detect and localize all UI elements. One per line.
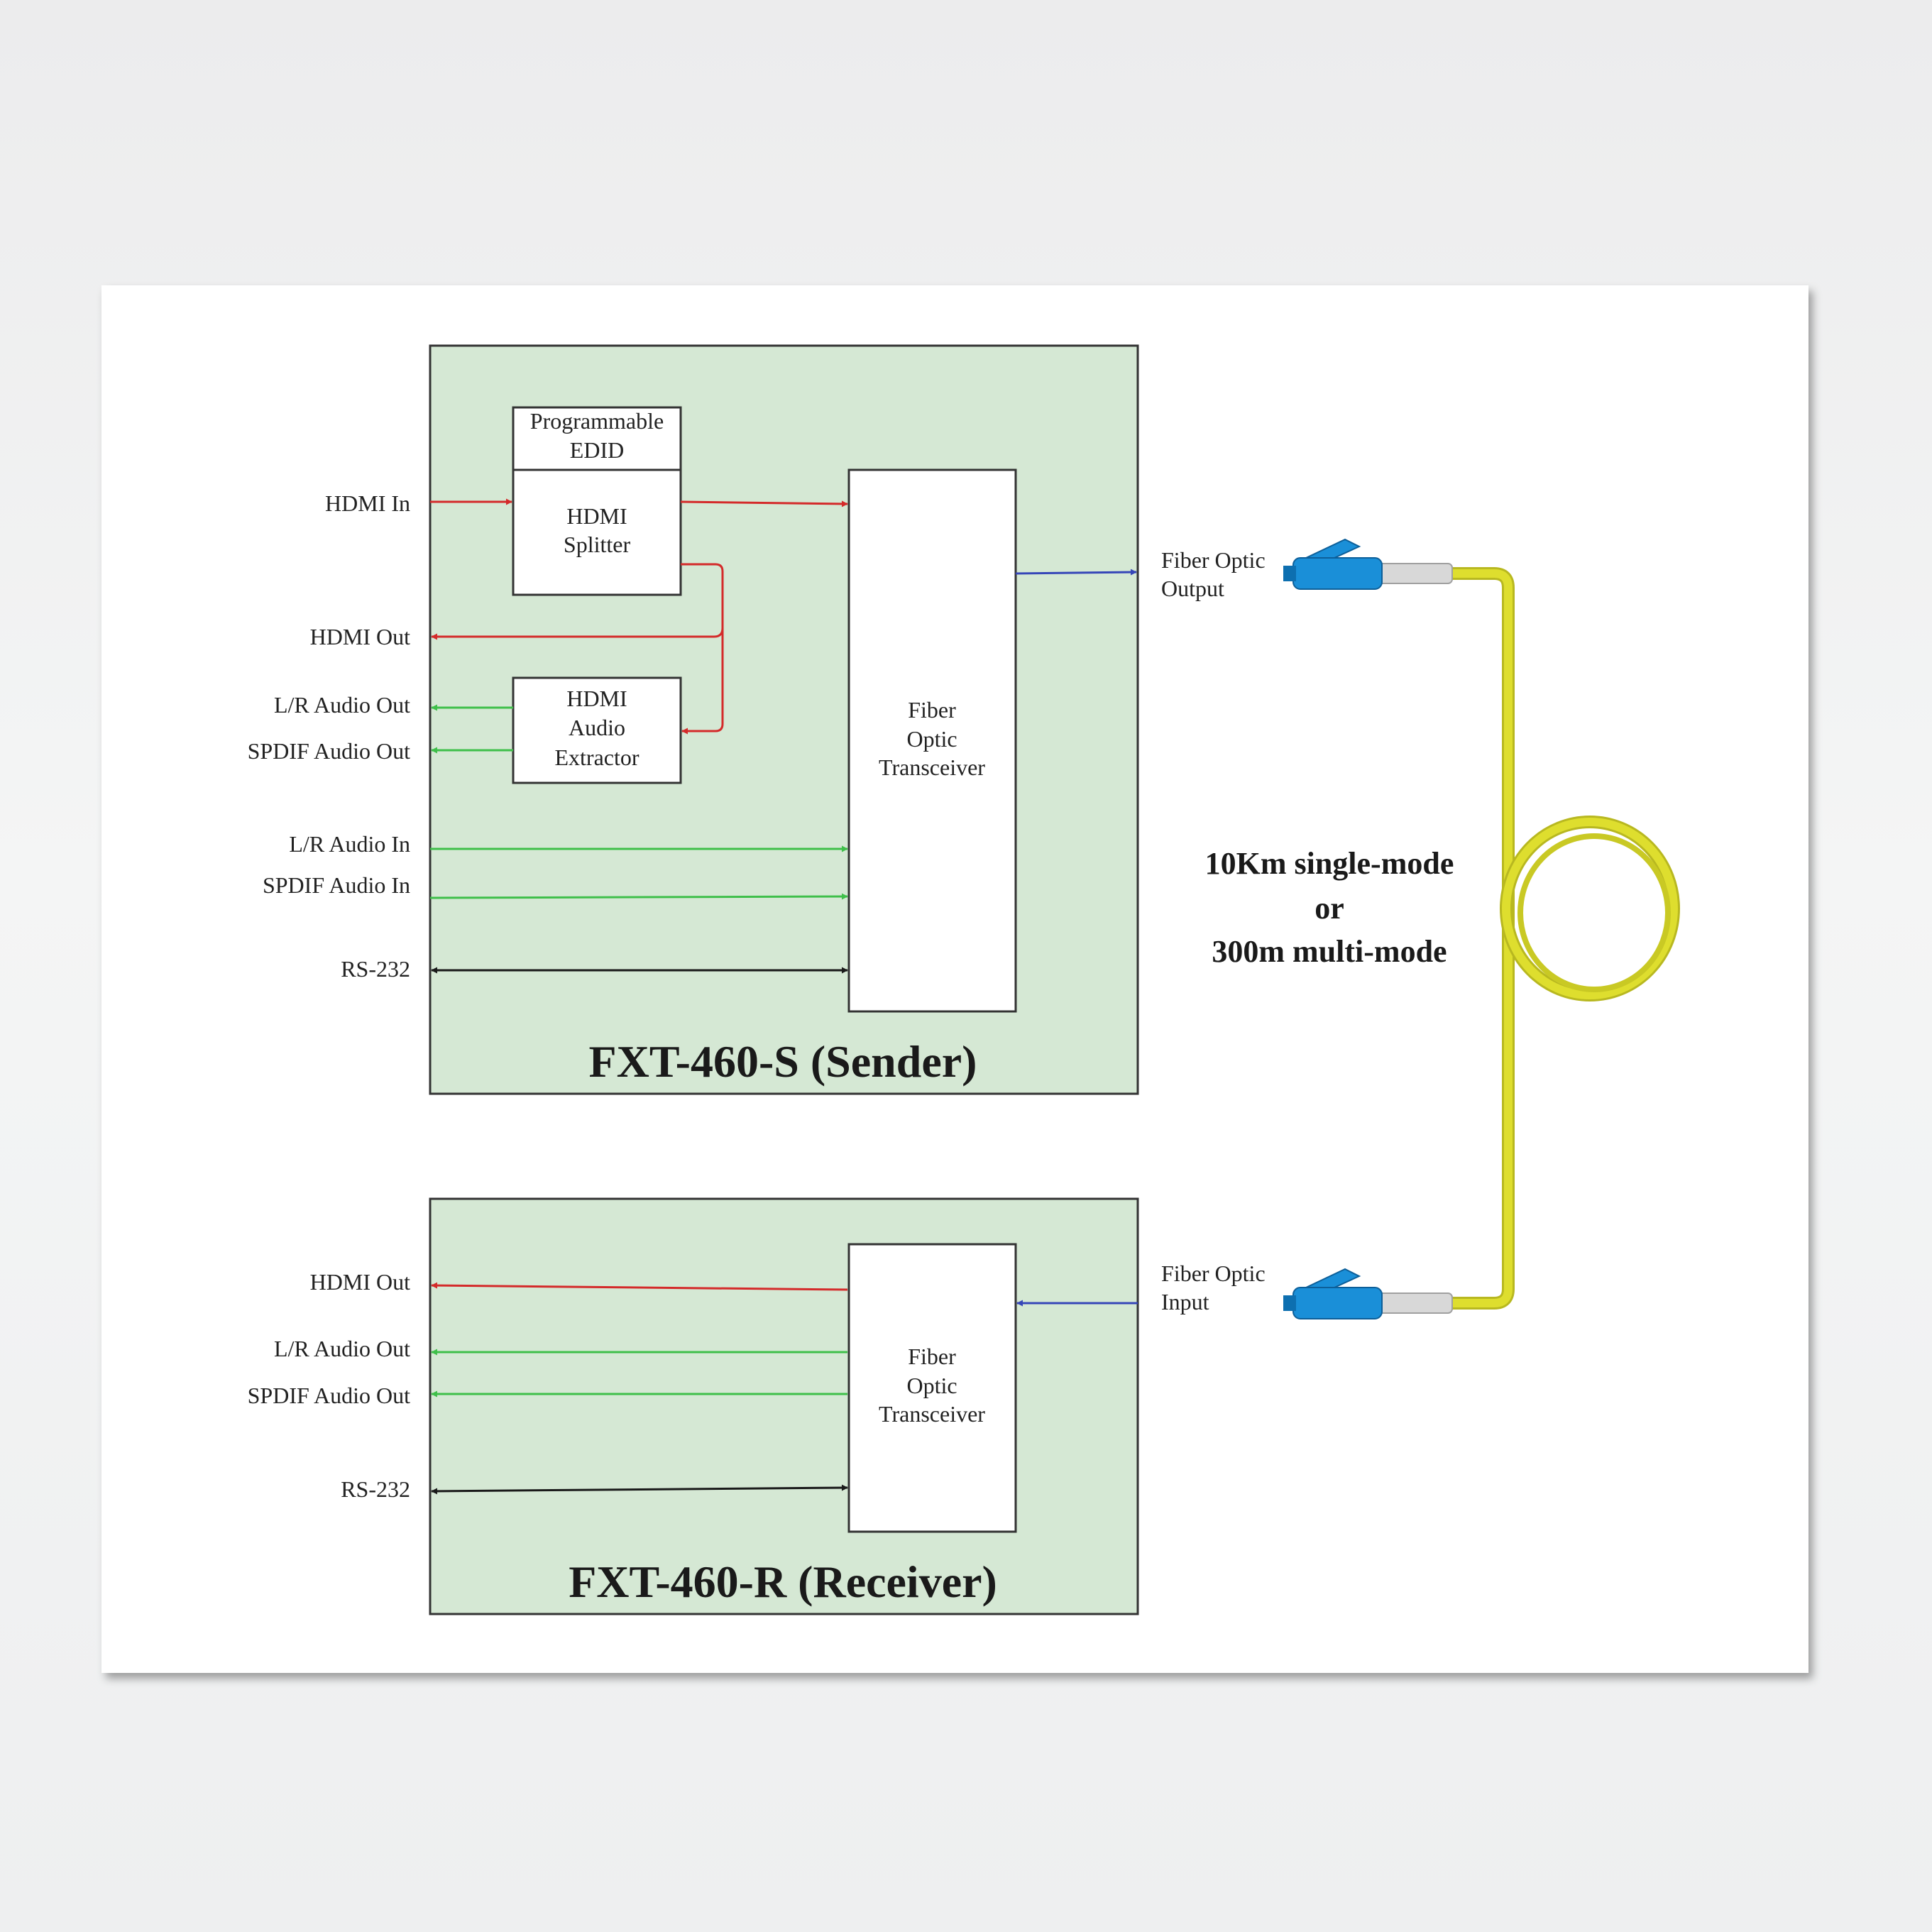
port-hdmi-out-sender: HDMI Out bbox=[310, 624, 410, 649]
edid-label-1: Programmable bbox=[530, 408, 664, 434]
port-hdmi-in: HDMI In bbox=[325, 490, 410, 516]
splitter-label-2: Splitter bbox=[564, 532, 631, 557]
port-spdif-audio-in: SPDIF Audio In bbox=[263, 872, 410, 898]
port-hdmi-out-receiver: HDMI Out bbox=[310, 1269, 410, 1295]
audio-extractor-box bbox=[512, 676, 682, 784]
fiber-output-connector-icon bbox=[1283, 538, 1453, 590]
distance-label-2: or bbox=[1314, 891, 1344, 926]
port-rs232-sender: RS-232 bbox=[341, 956, 410, 982]
edid-label-2: EDID bbox=[570, 437, 624, 463]
fiber-output-label-1: Fiber Optic bbox=[1161, 547, 1266, 573]
port-lr-audio-in: L/R Audio In bbox=[289, 831, 410, 857]
hdmi-splitter-box bbox=[512, 468, 682, 596]
sender-transceiver-label-2: Optic bbox=[906, 726, 957, 752]
sender-title: FXT-460-S (Sender) bbox=[589, 1036, 977, 1087]
receiver-transceiver-label-3: Transceiver bbox=[879, 1401, 985, 1427]
receiver-module bbox=[429, 1197, 1139, 1615]
receiver-transceiver-label-1: Fiber bbox=[908, 1344, 956, 1369]
port-lr-audio-out-sender: L/R Audio Out bbox=[274, 692, 410, 718]
edid-box bbox=[512, 406, 682, 471]
distance-label-3: 300m multi-mode bbox=[1212, 934, 1447, 969]
hdmi-out-arrow bbox=[431, 627, 724, 640]
fiber-input-connector-icon bbox=[1283, 1268, 1453, 1319]
splitter-to-transceiver-arrow bbox=[680, 500, 848, 507]
extractor-label-1: HDMI bbox=[566, 686, 627, 711]
receiver-transceiver-box bbox=[847, 1243, 1017, 1533]
fiber-cable bbox=[1442, 567, 1680, 1310]
receiver-rs232-arrow bbox=[431, 1484, 848, 1495]
receiver-hdmi-out-arrow bbox=[431, 1282, 848, 1291]
port-spdif-audio-out-sender: SPDIF Audio Out bbox=[248, 738, 411, 764]
fiber-output-label-2: Output bbox=[1161, 576, 1224, 601]
spdif-audio-in-arrow bbox=[429, 893, 848, 900]
port-spdif-audio-out-receiver: SPDIF Audio Out bbox=[248, 1383, 411, 1408]
fiber-input-label-2: Input bbox=[1161, 1289, 1209, 1314]
port-lr-audio-out-receiver: L/R Audio Out bbox=[274, 1336, 410, 1361]
sender-transceiver-box bbox=[847, 468, 1017, 1013]
sender-transceiver-label-3: Transceiver bbox=[879, 754, 985, 780]
sender-transceiver-label-1: Fiber bbox=[908, 697, 956, 723]
extractor-label-2: Audio bbox=[569, 715, 625, 740]
receiver-transceiver-label-2: Optic bbox=[906, 1373, 957, 1398]
distance-label-1: 10Km single-mode bbox=[1205, 846, 1454, 881]
extractor-label-3: Extractor bbox=[554, 745, 639, 770]
splitter-label-1: HDMI bbox=[566, 503, 627, 529]
port-rs232-receiver: RS-232 bbox=[341, 1476, 410, 1502]
receiver-title: FXT-460-R (Receiver) bbox=[569, 1557, 997, 1607]
splitter-branch-line bbox=[681, 563, 724, 735]
fiber-input-label-1: Fiber Optic bbox=[1161, 1261, 1266, 1286]
fiber-output-arrow bbox=[1015, 569, 1137, 576]
